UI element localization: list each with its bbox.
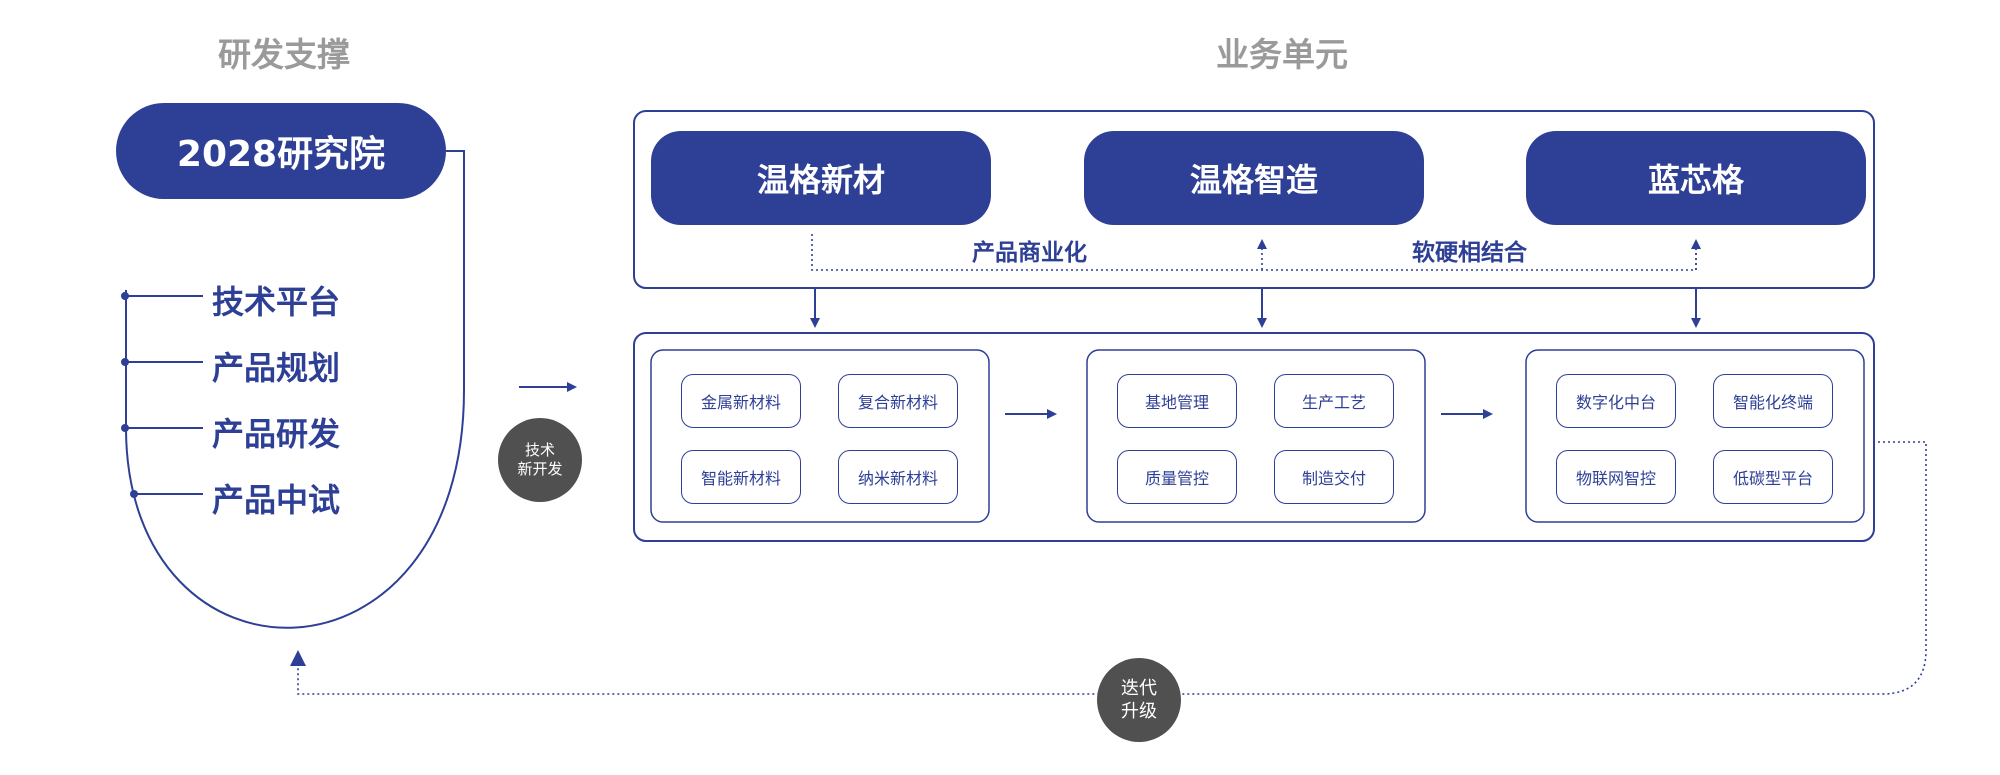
chip-smart-materials[interactable]: 智能新材料 <box>681 450 801 504</box>
top-units-box <box>633 110 1875 289</box>
commercialization-label: 产品商业化 <box>972 240 1087 266</box>
research-institute-pill[interactable]: 2028研究院 <box>116 103 446 199</box>
chip-metal-materials[interactable]: 金属新材料 <box>681 374 801 428</box>
unit-inner-box-2 <box>1086 349 1426 523</box>
chip-iot-control[interactable]: 物联网智控 <box>1556 450 1676 504</box>
hardware-software-label: 软硬相结合 <box>1412 240 1527 266</box>
chip-nano-materials[interactable]: 纳米新材料 <box>838 450 958 504</box>
unit-pill-wenge-manufacturing[interactable]: 温格智造 <box>1084 131 1424 225</box>
chip-low-carbon-platform[interactable]: 低碳型平台 <box>1713 450 1833 504</box>
institute-item-product-planning: 产品规划 <box>212 349 341 387</box>
institute-bracket <box>121 292 203 498</box>
chip-smart-terminal[interactable]: 智能化终端 <box>1713 374 1833 428</box>
unit-pill-wenge-materials[interactable]: 温格新材 <box>651 131 991 225</box>
bottom-units-box <box>633 332 1875 542</box>
unit-inner-box-3 <box>1525 349 1865 523</box>
institute-item-pilot-test: 产品中试 <box>212 481 341 519</box>
tech-badge-line1: 技术 <box>524 440 555 459</box>
unit-inner-box-1 <box>650 349 990 523</box>
chip-composite-materials[interactable]: 复合新材料 <box>838 374 958 428</box>
tech-new-development-badge: 技术 新开发 <box>498 418 582 502</box>
business-units-title: 业务单元 <box>1216 35 1348 74</box>
iteration-badge-line2: 升级 <box>1121 701 1157 722</box>
institute-frame <box>125 150 465 629</box>
tech-badge-line2: 新开发 <box>517 460 563 478</box>
rd-support-title: 研发支撑 <box>218 35 350 74</box>
institute-item-tech-platform: 技术平台 <box>212 283 341 321</box>
commercialization-path <box>811 234 1697 271</box>
iteration-upgrade-badge: 迭代 升级 <box>1097 658 1181 742</box>
iteration-badge-line1: 迭代 <box>1121 677 1157 699</box>
unit-pill-lanxinge[interactable]: 蓝芯格 <box>1526 131 1866 225</box>
chip-base-management[interactable]: 基地管理 <box>1117 374 1237 428</box>
chip-digital-platform[interactable]: 数字化中台 <box>1556 374 1676 428</box>
chip-production-process[interactable]: 生产工艺 <box>1274 374 1394 428</box>
iteration-path <box>297 441 1927 695</box>
chip-quality-control[interactable]: 质量管控 <box>1117 450 1237 504</box>
chip-manufacturing-delivery[interactable]: 制造交付 <box>1274 450 1394 504</box>
institute-item-product-rd: 产品研发 <box>212 415 341 453</box>
